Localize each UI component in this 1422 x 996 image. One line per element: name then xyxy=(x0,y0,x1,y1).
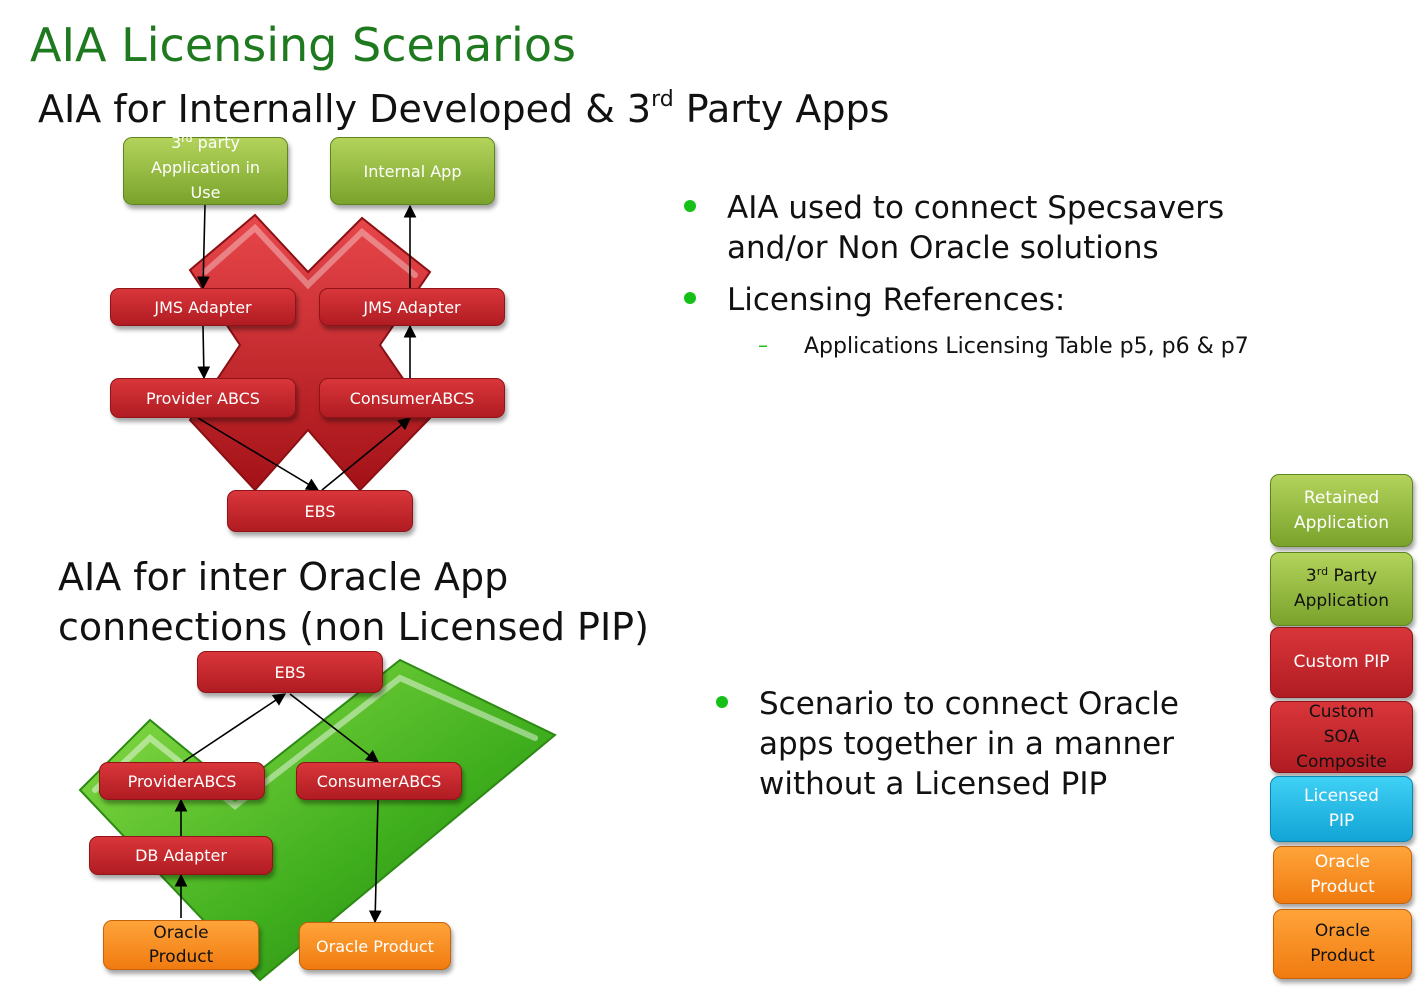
connector-arrows-top xyxy=(196,204,417,491)
bullet-item: AIA used to connect Specsavers and/or No… xyxy=(684,188,1250,268)
legend-licensed-pip-label: Licensed PIP xyxy=(1304,786,1379,831)
consumer-abcs-label: ConsumerABCS xyxy=(349,388,475,408)
provider-abcs-box-bottom: ProviderABCS xyxy=(99,762,265,800)
arrow-thirdparty-to-jms xyxy=(196,204,210,290)
bullet-dot-icon xyxy=(684,292,696,304)
connector-arrows-bottom xyxy=(174,693,382,924)
third-party-app-rest: Application in Use xyxy=(150,157,261,202)
third-party-app-num: 3 xyxy=(171,132,182,152)
consumer-abcs-box: ConsumerABCS xyxy=(319,378,505,418)
provider-abcs-box: Provider ABCS xyxy=(110,378,296,418)
oracle-product-right-box: Oracle Product xyxy=(299,922,451,970)
bullet-dot-icon xyxy=(716,696,728,708)
section2-bullet-text: Scenario to connect Oracle apps together… xyxy=(759,686,1179,802)
jms-adapter-left-box: JMS Adapter xyxy=(110,288,296,326)
internal-app-label: Internal App xyxy=(363,161,462,181)
red-x-icon xyxy=(188,213,432,492)
bullet-text: Licensing References: xyxy=(727,282,1066,318)
jms-adapter-right-label: JMS Adapter xyxy=(363,297,461,317)
provider-abcs-label: Provider ABCS xyxy=(146,388,260,408)
legend-custom-pip: Custom PIP xyxy=(1270,627,1413,698)
ebs-box-bottom: EBS xyxy=(197,651,383,693)
ebs-bottom-label: EBS xyxy=(274,662,306,682)
legend-oracle-product-2-label: Oracle Product xyxy=(1310,921,1375,966)
green-check-icon xyxy=(78,658,557,982)
dash-icon: – xyxy=(758,333,768,357)
legend-third-party-num: 3 xyxy=(1305,566,1317,586)
arrow-provider-to-ebs xyxy=(182,693,287,763)
section2-bullet: Scenario to connect Oracle apps together… xyxy=(716,684,1222,804)
page-title: AIA Licensing Scenarios xyxy=(30,18,576,72)
third-party-app-mid: party xyxy=(192,132,240,152)
legend-licensed-pip: Licensed PIP xyxy=(1270,776,1413,842)
section1-bullet-list: AIA used to connect Specsavers and/or No… xyxy=(684,188,1250,320)
ebs-box-top: EBS xyxy=(227,490,413,532)
arrow-ebs-to-consumer xyxy=(289,693,380,763)
section1-heading-tail: Party Apps xyxy=(673,87,890,131)
legend-third-party-application: 3rd Party Application xyxy=(1270,552,1413,626)
bullet-item: Licensing References: xyxy=(684,280,1250,320)
oracle-product-right-label: Oracle Product xyxy=(316,936,434,956)
arrow-provider-to-ebs xyxy=(197,417,320,491)
internal-app-box: Internal App xyxy=(330,137,495,205)
arrow-jms-to-provider xyxy=(197,325,211,380)
arrow-ebs-to-consumer xyxy=(321,417,411,491)
legend-oracle-product-1-label: Oracle Product xyxy=(1310,852,1375,897)
db-adapter-box: DB Adapter xyxy=(89,836,273,875)
legend-retained-application-label: Retained Application xyxy=(1294,487,1389,533)
third-party-app-box: 3rd party Application in Use xyxy=(123,133,288,205)
legend-retained-application: Retained Application xyxy=(1270,474,1413,547)
legend-third-party-sup: rd xyxy=(1316,565,1329,578)
db-adapter-label: DB Adapter xyxy=(135,846,227,865)
bullet-text: AIA used to connect Specsavers and/or No… xyxy=(727,190,1225,266)
section1-heading-sup: rd xyxy=(651,87,674,112)
section2-heading-line1: AIA for inter Oracle App xyxy=(58,555,509,599)
legend-third-party-rest: Party Application xyxy=(1294,566,1389,611)
section1-heading-text: AIA for Internally Developed & 3 xyxy=(38,87,652,131)
oracle-product-left-box: Oracle Product xyxy=(103,920,259,970)
legend-oracle-product-1: Oracle Product xyxy=(1273,846,1412,904)
third-party-app-sup: rd xyxy=(181,131,193,145)
jms-adapter-right-box: JMS Adapter xyxy=(319,288,505,326)
section2-heading-line2: connections (non Licensed PIP) xyxy=(58,605,649,649)
arrow-consumer-to-oracle xyxy=(368,799,382,924)
section1-heading: AIA for Internally Developed & 3rd Party… xyxy=(38,84,889,134)
ebs-top-label: EBS xyxy=(304,501,336,521)
legend-oracle-product-2: Oracle Product xyxy=(1273,909,1412,979)
jms-adapter-left-label: JMS Adapter xyxy=(154,297,252,317)
legend-custom-pip-label: Custom PIP xyxy=(1293,652,1390,672)
bullet-dot-icon xyxy=(684,200,696,212)
legend-custom-soa-composite: Custom SOA Composite xyxy=(1270,701,1413,773)
provider-abcs-bottom-label: ProviderABCS xyxy=(127,771,237,791)
sub-bullet-text: Applications Licensing Table p5, p6 & p7 xyxy=(804,334,1249,359)
oracle-product-left-label: Oracle Product xyxy=(148,923,214,967)
consumer-abcs-box-bottom: ConsumerABCS xyxy=(296,762,462,800)
consumer-abcs-bottom-label: ConsumerABCS xyxy=(316,771,442,791)
legend-custom-soa-label: Custom SOA Composite xyxy=(1296,701,1387,772)
